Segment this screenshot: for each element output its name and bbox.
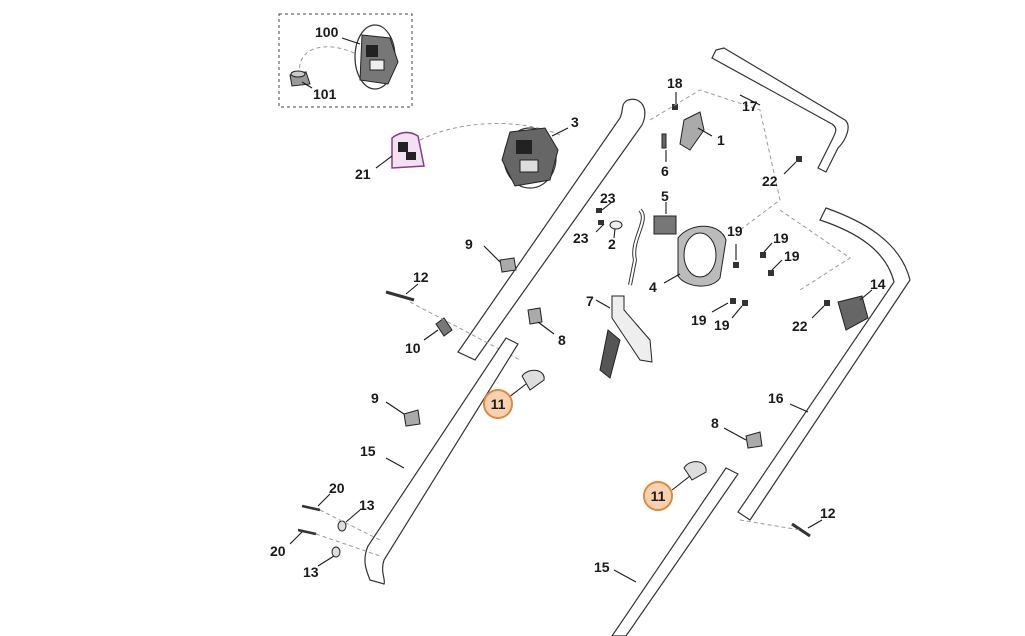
highlight-11-left[interactable]: 11 [483,389,513,419]
callout-23-top: 23 [600,190,616,206]
part-15-lower-tube-right [611,467,739,636]
part-23-nuts [595,201,613,233]
part-4-housing [663,225,727,287]
callout-22-bottom: 22 [792,318,808,334]
inset-box [278,13,413,108]
callout-20-top: 20 [329,480,345,496]
callout-16: 16 [768,390,784,406]
part-8-insert-left [527,307,555,335]
callout-15-right: 15 [594,559,610,575]
callout-3: 3 [571,114,579,130]
part-9-cap-lower [385,401,421,427]
upper-handle-left-tube [457,98,646,361]
bowden-cable-upper [628,208,645,286]
callout-21: 21 [355,166,371,182]
callout-17: 17 [742,98,758,114]
callout-1: 1 [717,132,725,148]
callout-11-right: 11 [651,488,666,504]
part-11-cap-right [671,461,707,491]
callout-13-top: 13 [359,497,375,513]
part-2-washer [609,220,623,239]
part-10-clamp [423,317,453,341]
part-6-pin [661,133,667,162]
callout-10: 10 [405,340,421,356]
callout-19-b: 19 [773,230,789,246]
callout-14: 14 [870,276,886,292]
callout-11-left: 11 [491,396,506,412]
callout-12-right: 12 [820,505,836,521]
part-15-lower-tube-left [364,337,519,585]
callout-19-a: 19 [727,223,743,239]
callout-8-right: 8 [711,415,719,431]
part-13-nuts [317,509,361,567]
part-18-screw [672,92,678,110]
part-17-top-bar [711,47,849,173]
callout-22-top: 22 [762,173,778,189]
part-101-cap [289,70,311,87]
part-100-housing [354,24,399,90]
part-20-screws [289,493,331,545]
part-1-clamp [679,111,713,151]
callout-6: 6 [661,163,669,179]
part-3-housing [501,127,569,189]
part-11-cap-left [507,369,545,399]
callout-4: 4 [649,279,657,295]
callout-7: 7 [586,293,594,309]
callout-9-lower: 9 [371,390,379,406]
part-14-knob [837,289,873,331]
part-5-block [653,202,677,235]
highlight-11-right[interactable]: 11 [643,481,673,511]
callout-100: 100 [315,24,339,40]
part-9-cap-upper [483,245,517,273]
callout-15-left: 15 [360,443,376,459]
part-12-bolt-right [791,519,823,538]
callout-20-bottom: 20 [270,543,286,559]
callout-101: 101 [313,86,337,102]
callout-19-d: 19 [691,312,707,328]
callout-2: 2 [608,236,616,252]
part-22-screws [783,156,830,319]
callout-5: 5 [661,188,669,204]
callout-8-left: 8 [558,332,566,348]
callout-12-left: 12 [413,269,429,285]
part-7-lever [595,295,653,379]
part-21-decal [375,131,425,169]
callout-9-upper: 9 [465,236,473,252]
callout-23-bottom: 23 [573,230,589,246]
callout-19-e: 19 [714,317,730,333]
part-8-insert-right [723,427,763,449]
part-12-bolt-left [385,283,419,302]
callout-19-c: 19 [784,248,800,264]
part-16-right-handle [737,207,911,521]
callout-13-bottom: 13 [303,564,319,580]
part-19-screws [711,242,783,319]
callout-18: 18 [667,75,683,91]
